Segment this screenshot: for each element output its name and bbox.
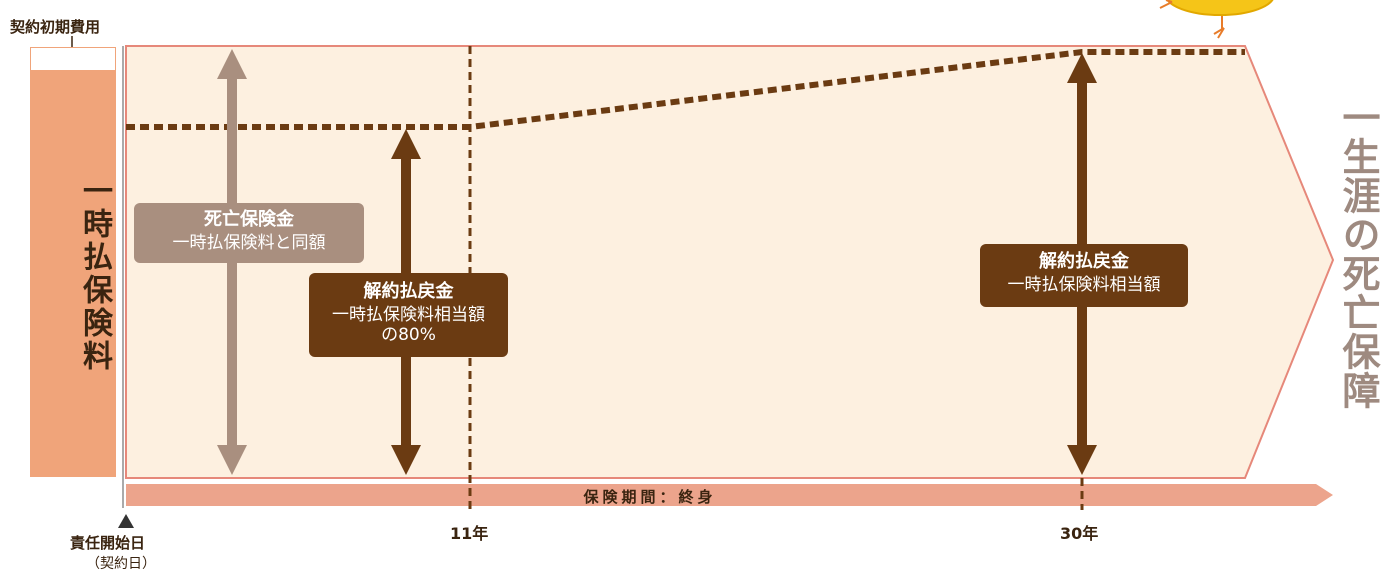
- period-label: 保険期間：終身: [583, 488, 717, 506]
- death-benefit-box: 死亡保険金 一時払保険料と同額: [134, 203, 364, 263]
- start-date-sub: （契約日）: [86, 556, 156, 572]
- surrender-box-late: 解約払戻金 一時払保険料相当額: [980, 244, 1188, 307]
- surrender-early-line2: の80%: [381, 325, 436, 345]
- period-bar: [126, 484, 1333, 506]
- surrender-late-line1: 一時払保険料相当額: [1007, 275, 1161, 295]
- premium-column: 一時払保険料: [30, 65, 116, 477]
- start-marker-icon: [118, 514, 134, 528]
- death-benefit-subtitle: 一時払保険料と同額: [172, 233, 326, 253]
- coverage-area: [125, 45, 1335, 479]
- tick-30-year: 30年: [1060, 524, 1099, 543]
- surrender-box-early: 解約払戻金 一時払保険料相当額 の80%: [309, 273, 508, 357]
- value-line: [126, 49, 1245, 130]
- contract-cost-label: 契約初期費用: [10, 18, 101, 36]
- premium-label: 一時払保険料: [77, 175, 112, 373]
- mascot-chick-icon: [1159, 0, 1274, 39]
- contract-cost-box: [30, 47, 116, 71]
- surrender-early-title: 解約払戻金: [363, 281, 454, 302]
- start-date-label: 責任開始日: [70, 534, 146, 552]
- tick-11-year: 11年: [450, 524, 489, 543]
- surrender-late-title: 解約払戻金: [1039, 251, 1129, 272]
- surrender-early-line1: 一時払保険料相当額: [332, 305, 485, 325]
- death-benefit-title: 死亡保険金: [204, 209, 294, 230]
- lifetime-coverage-label: 一生涯の死亡保障: [1336, 98, 1380, 410]
